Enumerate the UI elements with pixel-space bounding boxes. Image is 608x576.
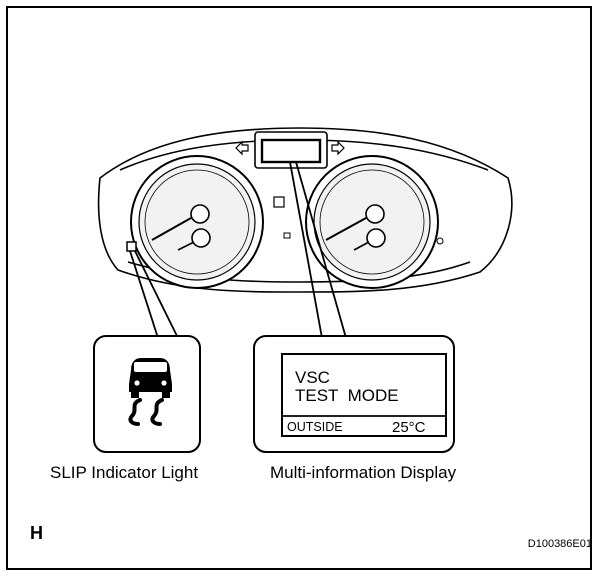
display-callout-lines [289, 161, 347, 339]
multi-info-display-caption: Multi-information Display [270, 463, 457, 482]
figure-frame [6, 6, 592, 570]
display-outside-label: OUTSIDE [287, 420, 343, 434]
left-gauge-subneedle [177, 241, 195, 251]
left-turn-arrow-icon [235, 140, 249, 156]
center-indicator-lamp [273, 196, 285, 208]
slip-indicator-icon [128, 358, 172, 426]
left-gauge-needle [151, 217, 192, 241]
slip-indicator-lamp [126, 241, 137, 252]
left-gauge-ring [144, 169, 250, 275]
display-line-2: TEST MODE [295, 386, 399, 405]
right-gauge-ring [319, 169, 425, 275]
corner-letter: H [30, 523, 43, 543]
center-small-lamp [283, 232, 291, 239]
multi-info-screen [281, 353, 447, 437]
center-display-window [260, 138, 322, 164]
slip-callout-lines [129, 250, 179, 339]
slip-indicator-caption: SLIP Indicator Light [50, 463, 199, 482]
right-gauge-needle [325, 217, 367, 241]
right-gauge-hub [365, 204, 385, 224]
left-gauge-subdial [191, 228, 211, 248]
left-gauge [130, 155, 264, 289]
left-gauge-hub [190, 204, 210, 224]
right-gauge-subneedle [353, 241, 370, 251]
right-gauge [305, 155, 439, 289]
display-temperature: 25°C [392, 419, 426, 436]
figure-code: D100386E01 [527, 538, 592, 550]
right-gauge-subdial [366, 228, 386, 248]
right-small-lamp [436, 237, 444, 245]
display-line-1: VSC [295, 368, 330, 387]
right-turn-arrow-icon [331, 140, 345, 156]
slip-indicator-box [93, 335, 201, 453]
